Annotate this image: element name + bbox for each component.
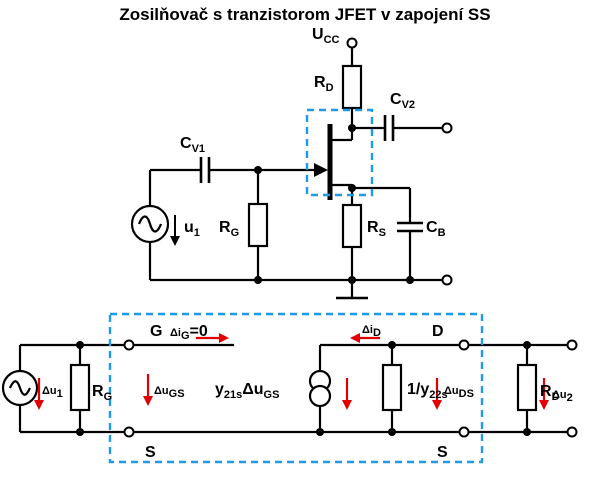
s-terminal-left [123, 426, 135, 438]
label-delta-uds: ΔuDS [444, 385, 474, 400]
label-cv2: CV2 [390, 91, 415, 111]
diagram-title: Zosilňovač s tranzistorom JFET v zapojen… [119, 5, 490, 24]
output-terminal [441, 122, 453, 134]
label-delta-u1: Δu1 [42, 385, 63, 400]
equivalent-circuit [1, 312, 578, 464]
top-schematic [130, 37, 453, 300]
out-terminal-bottom [566, 426, 578, 438]
label-rs: RS [367, 219, 386, 239]
jfet-model-box [108, 312, 484, 464]
label-delta-u2: Δu2 [552, 389, 573, 404]
label-rd-bottom: RD [540, 383, 560, 403]
label-delta-ig: ΔiG=0 [170, 323, 208, 342]
d-terminal [458, 339, 470, 351]
label-cv1: CV1 [180, 135, 205, 155]
label-cb: CB [426, 219, 446, 239]
g-terminal [123, 339, 135, 351]
out-terminal-top [566, 339, 578, 351]
label-delta-id: ΔiD [362, 324, 381, 339]
label-rd: RD [314, 74, 334, 94]
signal-arrows [34, 333, 549, 410]
gate-arrow-icon [314, 163, 328, 177]
rd-resistor [341, 64, 363, 110]
label-ucc: UCC [312, 26, 340, 46]
label-u1: u1 [184, 219, 200, 239]
label-rg-bottom: RG [92, 383, 112, 403]
s-terminal-right [458, 426, 470, 438]
label-y21s: y21sΔuGS [215, 381, 279, 401]
label-g: G [150, 323, 162, 340]
rg-resistor [247, 202, 269, 248]
jfet-highlight-box [305, 108, 374, 197]
label-y22s: 1/y22s [407, 381, 448, 401]
y22s-resistor [381, 363, 403, 412]
ucc-terminal [346, 37, 358, 49]
rs-resistor [341, 203, 363, 249]
label-s-right: S [437, 444, 448, 461]
label-s-left: S [145, 444, 156, 461]
rg-resistor-bottom [69, 363, 91, 412]
rd-resistor-bottom [516, 363, 538, 412]
label-rg: RG [219, 219, 239, 239]
label-d: D [432, 323, 444, 340]
label-delta-ugs: ΔuGS [154, 385, 185, 400]
